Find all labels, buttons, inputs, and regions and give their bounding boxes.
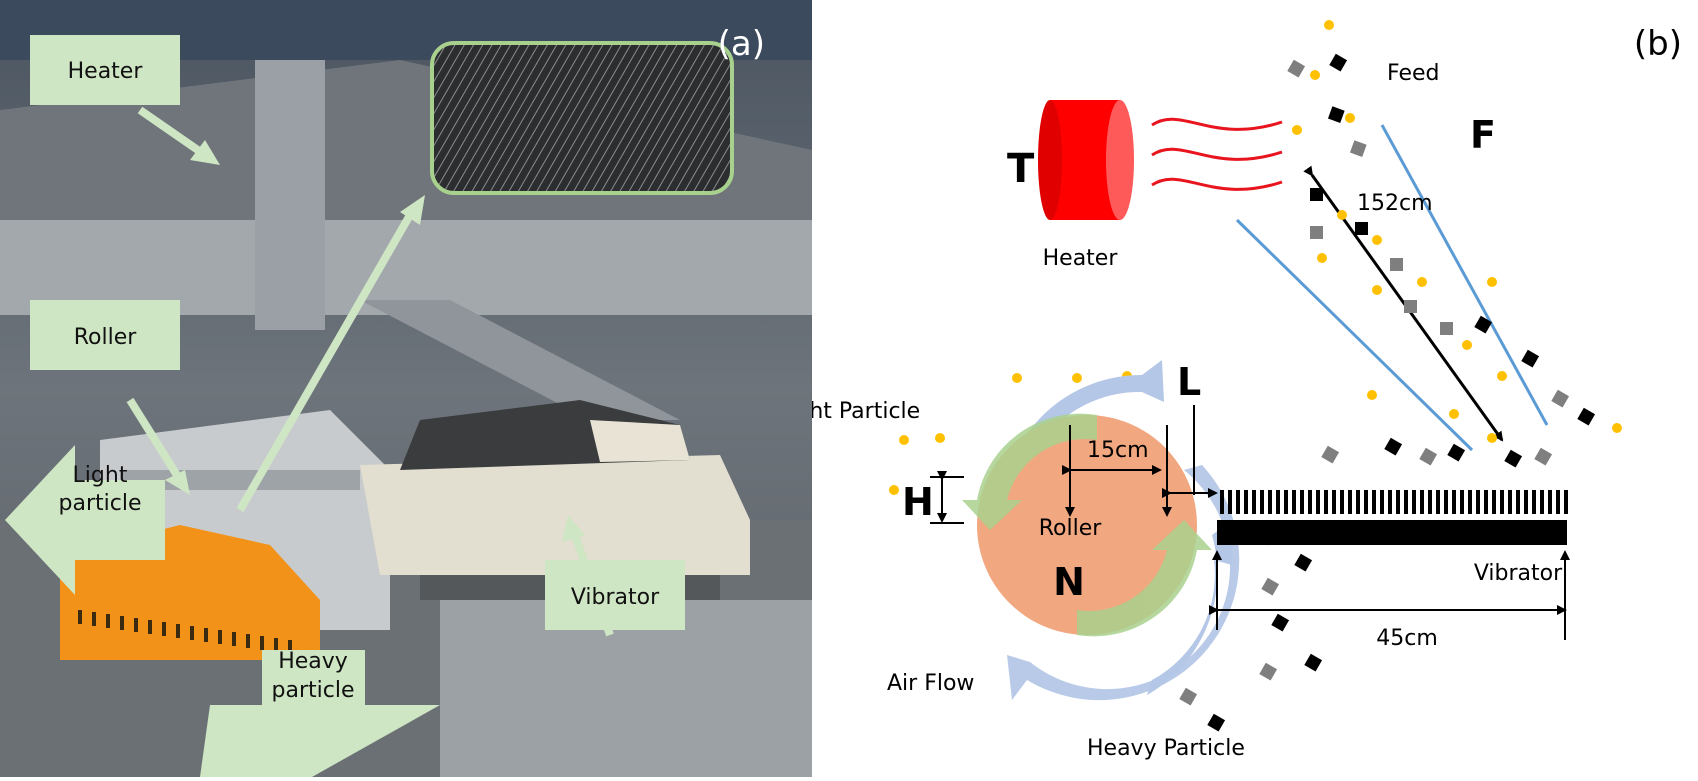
tray-end-block	[590, 420, 690, 462]
comb-tooth	[1484, 490, 1488, 514]
vibrator-label: Vibrator	[1474, 561, 1563, 586]
comb-tooth	[1516, 490, 1520, 514]
roller-callout-box	[30, 300, 180, 370]
comb-tooth	[1476, 490, 1480, 514]
comb-tooth	[1396, 490, 1400, 514]
feed-chute-line-lower	[1235, 218, 1474, 452]
comb-tooth	[1548, 490, 1552, 514]
light-particles	[889, 20, 1622, 495]
feed-length-label: 152cm	[1357, 191, 1433, 216]
comb-tooth	[1388, 490, 1392, 514]
comb-tooth	[1276, 490, 1280, 514]
vibrator-callout-box	[545, 560, 685, 630]
heat-wave-icons	[1151, 117, 1283, 191]
feed-rate-label: F	[1470, 113, 1496, 157]
comb-tooth	[1220, 490, 1224, 514]
heavy-particle-label-line2: particle	[272, 678, 355, 703]
panel-b-label: (b)	[1634, 24, 1682, 64]
comb-tooth	[1460, 490, 1464, 514]
comb-tooth	[1428, 490, 1432, 514]
height-label: H	[902, 480, 934, 524]
support-column	[255, 60, 325, 330]
comb-tooth	[1244, 490, 1248, 514]
comb-tooth	[1324, 490, 1328, 514]
callout-arrowheads	[165, 140, 585, 542]
roller-callout-label: Roller	[74, 325, 138, 350]
comb-tooth	[1452, 490, 1456, 514]
panel-b-schematic: (b) T Heater Feed F 152cm	[777, 0, 1698, 777]
heater-callout-box	[30, 35, 180, 105]
comb-tooth	[1356, 490, 1360, 514]
heavy-particles-dark	[1207, 53, 1596, 732]
comb-tooth	[1348, 490, 1352, 514]
panel-a-photo: Heater Roller Light particle Vibrator He…	[0, 0, 812, 777]
light-particle-label-line2: particle	[59, 491, 142, 516]
comb-tooth	[1292, 490, 1296, 514]
heater-label: Heater	[1043, 246, 1119, 271]
roller-speed-label: N	[1053, 560, 1085, 604]
comb-tooth	[1500, 490, 1504, 514]
light-particle-label: Light Particle	[812, 399, 920, 424]
comb-tooth	[1316, 490, 1320, 514]
comb-tooth	[1332, 490, 1336, 514]
comb-tooth	[1468, 490, 1472, 514]
comb-tooth	[1556, 490, 1560, 514]
diagonal-brace	[360, 300, 680, 420]
comb-tooth	[1492, 490, 1496, 514]
roller-radius-label: 15cm	[1087, 438, 1149, 463]
gap-length-label: L	[1177, 360, 1201, 404]
comb-tooth	[1252, 490, 1256, 514]
comb-tooth	[1420, 490, 1424, 514]
vibrator-tray	[360, 455, 750, 575]
feed-chute-line-upper	[1380, 124, 1549, 426]
schematic-diagram: (b) T Heater Feed F 152cm	[777, 20, 1682, 761]
light-particle-label-line1: Light	[73, 463, 128, 488]
comb-tooth	[1300, 490, 1304, 514]
comb-tooth	[1260, 490, 1264, 514]
vibrator-plate	[1217, 520, 1567, 545]
panel-a-label: (a)	[718, 24, 765, 64]
comb-tooth	[1532, 490, 1536, 514]
hopper-vents	[78, 610, 292, 654]
heavy-particle-label-line1: Heavy	[278, 649, 348, 674]
comb-tooth	[1236, 490, 1240, 514]
heavy-particle-label: Heavy Particle	[1087, 736, 1245, 761]
comb-tooth	[1412, 490, 1416, 514]
temperature-label: T	[1007, 146, 1035, 192]
comb-tooth	[1404, 490, 1408, 514]
photo-illustration: Heater Roller Light particle Vibrator He…	[0, 0, 812, 777]
heavy-particles-grey	[1179, 59, 1570, 706]
comb-tooth	[1444, 490, 1448, 514]
roller-rotation-arrows	[962, 413, 1212, 637]
mesh-closeup-inset	[430, 41, 734, 195]
light-particle-arrow	[5, 445, 165, 595]
vibrator-comb-teeth	[1220, 490, 1568, 514]
vibrator-length-label: 45cm	[1376, 626, 1438, 651]
comb-tooth	[1436, 490, 1440, 514]
cross-beam	[0, 220, 812, 315]
heavy-particle-arrow	[200, 650, 440, 777]
feed-label: Feed	[1387, 61, 1440, 86]
comb-tooth	[1340, 490, 1344, 514]
comb-tooth	[1228, 490, 1232, 514]
comb-tooth	[1372, 490, 1376, 514]
comb-tooth	[1308, 490, 1312, 514]
comb-tooth	[1540, 490, 1544, 514]
comb-tooth	[1284, 490, 1288, 514]
comb-tooth	[1524, 490, 1528, 514]
vibrator-callout-label: Vibrator	[571, 585, 660, 610]
comb-tooth	[1380, 490, 1384, 514]
comb-tooth	[1364, 490, 1368, 514]
comb-tooth	[1268, 490, 1272, 514]
roller-label: Roller	[1039, 516, 1103, 541]
heater-callout-label: Heater	[68, 59, 144, 84]
heater-cylinder-icon	[1038, 100, 1134, 220]
comb-tooth	[1508, 490, 1512, 514]
comb-tooth	[1564, 490, 1568, 514]
air-flow-label: Air Flow	[887, 671, 974, 696]
